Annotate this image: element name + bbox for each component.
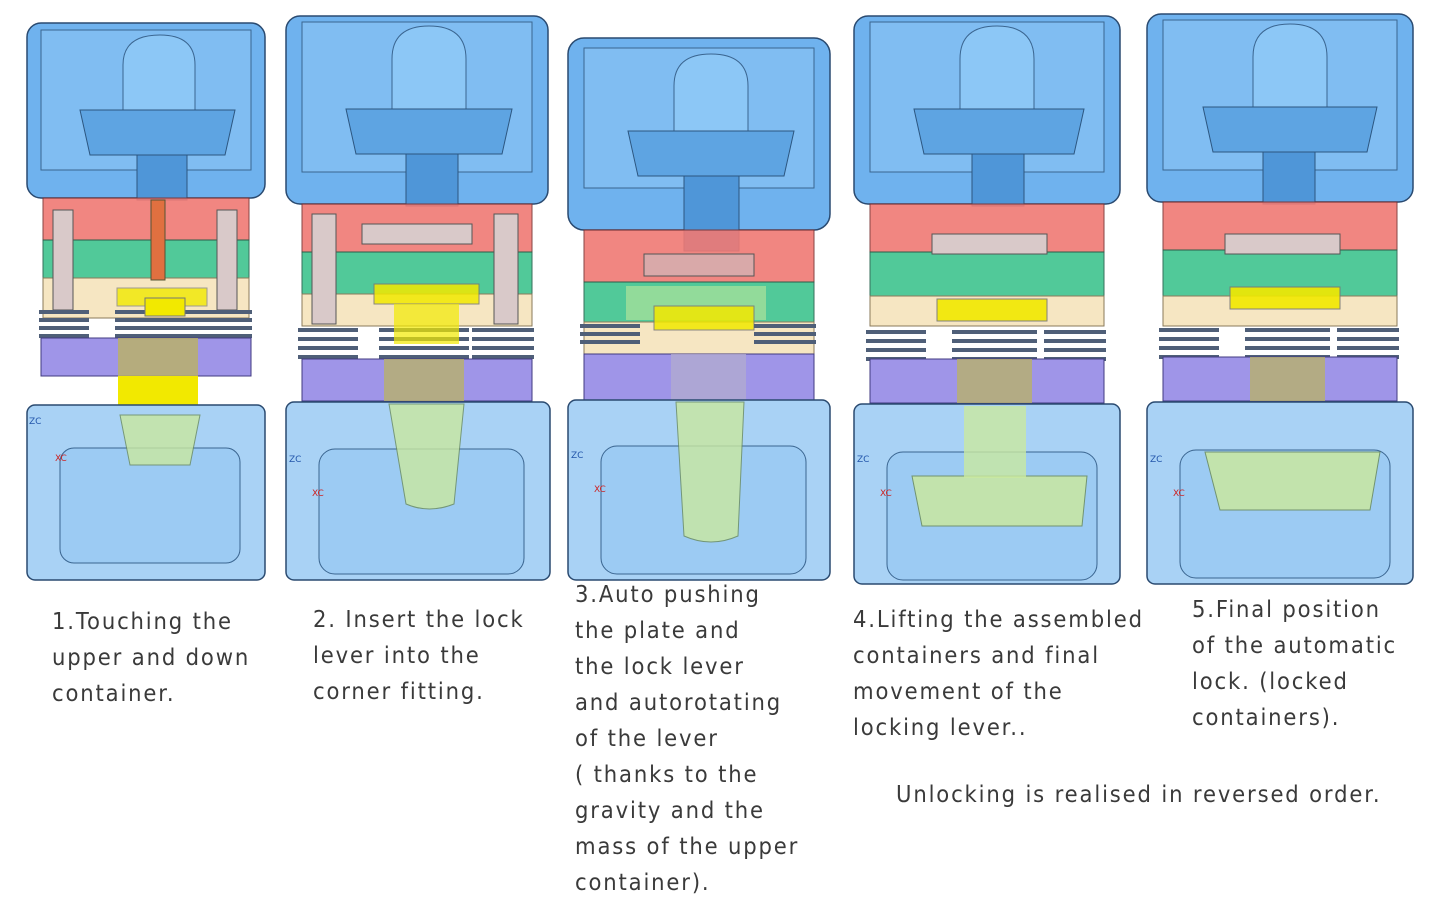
- step-3-caption: 3.Auto pushing the plate and the lock le…: [575, 582, 800, 896]
- unlocking-note: Unlocking is realised in reversed order.: [896, 782, 1382, 808]
- xc-label: XC: [312, 489, 324, 499]
- xc-label: XC: [594, 485, 606, 495]
- zc-label: ZC: [1150, 455, 1162, 465]
- step-1-caption: 1.Touching the upper and down container.: [52, 609, 251, 707]
- xc-label: XC: [1173, 489, 1185, 499]
- step-5-caption: 5.Final position of the automatic lock. …: [1192, 597, 1398, 731]
- zc-label: ZC: [571, 451, 583, 461]
- stage-1-illustration: ZC XC: [25, 20, 270, 582]
- step-4-caption: 4.Lifting the assembled containers and f…: [853, 607, 1144, 741]
- stage-5-illustration: ZC XC: [1145, 12, 1417, 586]
- zc-label: ZC: [29, 417, 41, 427]
- xc-label: XC: [55, 454, 67, 464]
- zc-label: ZC: [857, 455, 869, 465]
- stage-3-illustration: ZC XC: [566, 36, 834, 582]
- xc-label: XC: [880, 489, 892, 499]
- stage-2-illustration: ZC XC: [284, 14, 552, 584]
- step-2-caption: 2. Insert the lock lever into the corner…: [313, 607, 525, 705]
- stage-4-illustration: ZC XC: [852, 14, 1124, 586]
- zc-label: ZC: [289, 455, 301, 465]
